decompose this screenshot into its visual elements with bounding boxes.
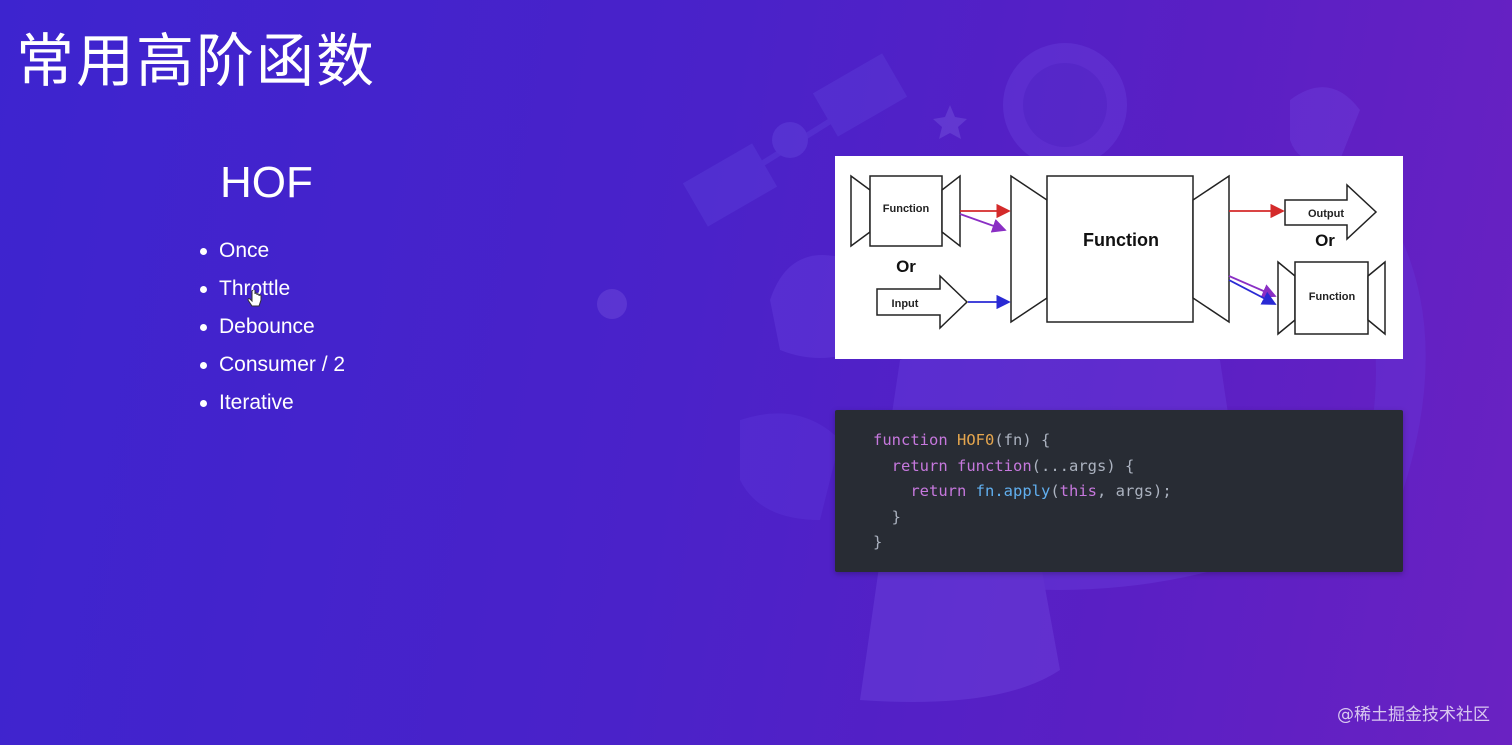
code-line-5: }: [873, 533, 883, 551]
input-arrow: [876, 274, 969, 330]
bullet-icon: [200, 324, 207, 331]
code-keyword: function: [873, 431, 948, 449]
pointer-cursor-icon: [247, 290, 262, 307]
left-function-label: Function: [883, 203, 930, 215]
topic-item-throttle: Throttle: [200, 276, 345, 314]
code-method-call: fn.apply: [975, 482, 1051, 500]
code-keyword: return: [891, 456, 948, 475]
code-keyword: this: [1059, 482, 1097, 500]
bullet-icon: [200, 400, 207, 407]
watermark: @稀土掘金技术社区: [1337, 705, 1490, 725]
output-arrow: [1284, 183, 1378, 241]
topic-label: Once: [219, 239, 270, 262]
input-label: Input: [892, 298, 919, 310]
topic-item-debounce: Debounce: [200, 314, 345, 352]
code-indent: [873, 482, 910, 500]
slide-title: 常用高阶函数: [16, 27, 377, 95]
bullet-icon: [200, 286, 207, 293]
left-function-block: [850, 174, 961, 248]
code-line-1: function HOF0(fn) {: [873, 431, 1050, 449]
code-block: function HOF0(fn) { return function(...a…: [835, 410, 1403, 572]
right-function-block: [1277, 260, 1386, 336]
left-or-label: Or: [896, 257, 916, 276]
code-function-name: HOF0: [957, 431, 995, 449]
code-line-2: return function(...args) {: [873, 456, 1135, 475]
topic-label: Iterative: [219, 391, 294, 414]
right-function-label: Function: [1309, 291, 1356, 303]
code-indent: [873, 457, 892, 475]
bullet-icon: [200, 362, 207, 369]
satellite-illustration: [682, 53, 908, 227]
topic-label: Throttle: [219, 277, 291, 300]
hof-diagram: Function Or Input Function Output Or Fun…: [835, 156, 1403, 359]
hof-diagram-svg: Function Or Input Function Output Or Fun…: [850, 174, 1386, 336]
bullet-icon: [200, 248, 207, 255]
code-keyword: function: [957, 456, 1032, 475]
arrow-blue-right: [1228, 279, 1277, 305]
output-label: Output: [1308, 208, 1344, 220]
topic-item-once: Once: [200, 238, 345, 276]
code-keyword: return: [910, 482, 967, 500]
code-line-4: }: [873, 507, 901, 526]
code-text-part: (fn) {: [994, 431, 1051, 449]
topic-item-consumer: Consumer / 2: [200, 352, 345, 390]
code-text-part: , args);: [1097, 482, 1172, 500]
topic-label: Consumer / 2: [219, 353, 346, 376]
code-text: function HOF0(fn) { return function(...a…: [835, 410, 1403, 556]
code-text-part: (: [1050, 482, 1060, 500]
code-text-part: (...args) {: [1031, 456, 1135, 475]
center-function-label: Function: [1083, 230, 1159, 250]
planet-dot: [597, 289, 627, 319]
code-line-3: return fn.apply(this, args);: [873, 482, 1172, 500]
section-heading: HOF: [220, 158, 313, 207]
topic-list: Once Throttle Debounce Consumer / 2 Iter…: [200, 238, 345, 428]
topic-label: Debounce: [219, 315, 315, 338]
right-or-label: Or: [1315, 231, 1335, 250]
star-icon: [933, 105, 967, 139]
center-function-block: [1010, 174, 1230, 324]
arrow-purple-left: [959, 213, 1007, 233]
topic-item-iterative: Iterative: [200, 390, 345, 428]
